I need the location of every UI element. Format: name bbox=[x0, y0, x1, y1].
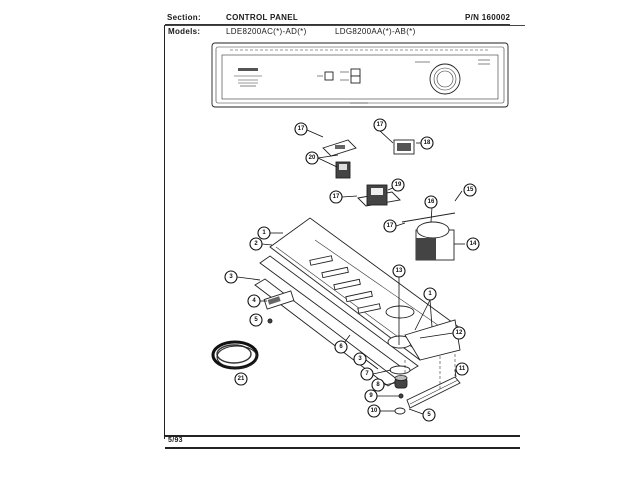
svg-text:3: 3 bbox=[358, 356, 362, 362]
footer-rule-top bbox=[165, 435, 520, 437]
console-base bbox=[254, 217, 461, 387]
membrane-switch-plate bbox=[322, 139, 357, 157]
page-frame bbox=[164, 25, 525, 439]
timer-dial-graphic bbox=[429, 63, 461, 95]
header-rule bbox=[165, 24, 510, 25]
callout-5-left: 5 bbox=[249, 313, 263, 327]
models-label: Models: bbox=[168, 27, 201, 36]
callout-17-lower: 17 bbox=[383, 219, 397, 233]
callout-16: 16 bbox=[424, 195, 438, 209]
switch-19 bbox=[357, 184, 401, 207]
leader-lines bbox=[236, 129, 465, 415]
timer-14 bbox=[415, 221, 455, 261]
console-slots bbox=[309, 255, 381, 314]
screw-3 bbox=[252, 278, 261, 281]
knob-8 bbox=[394, 375, 408, 389]
svg-text:1: 1 bbox=[428, 291, 432, 297]
svg-text:5: 5 bbox=[427, 412, 431, 418]
callout-19: 19 bbox=[391, 178, 405, 192]
callout-10: 10 bbox=[367, 404, 381, 418]
callout-4: 4 bbox=[247, 294, 261, 308]
revision-date: 5/93 bbox=[168, 437, 183, 444]
callout-14: 14 bbox=[466, 237, 480, 251]
start-button-graphic bbox=[324, 71, 334, 81]
push-switch-20 bbox=[335, 161, 351, 179]
callout-13: 13 bbox=[392, 264, 406, 278]
callout-3-left: 3 bbox=[224, 270, 238, 284]
callout-8: 8 bbox=[371, 378, 385, 392]
end-cap-4 bbox=[263, 290, 295, 310]
svg-text:10: 10 bbox=[371, 408, 378, 414]
svg-text:4: 4 bbox=[252, 298, 256, 304]
svg-text:14: 14 bbox=[470, 241, 477, 247]
svg-text:3: 3 bbox=[229, 274, 233, 280]
model-number-b: LDG8200AA(*)-AB(*) bbox=[335, 27, 416, 36]
callout-9: 9 bbox=[364, 389, 378, 403]
svg-text:17: 17 bbox=[377, 122, 384, 128]
callout-17-top-left: 17 bbox=[294, 122, 308, 136]
svg-text:8: 8 bbox=[376, 382, 380, 388]
svg-text:2: 2 bbox=[254, 241, 258, 247]
callout-7: 7 bbox=[360, 367, 374, 381]
callout-18: 18 bbox=[420, 136, 434, 150]
footer-rule-bottom bbox=[165, 447, 520, 449]
callout-3-bottom: 3 bbox=[353, 352, 367, 366]
rocker-switch-graphic-bottom bbox=[350, 75, 361, 84]
callout-1-right: 1 bbox=[423, 287, 437, 301]
svg-text:20: 20 bbox=[309, 155, 316, 161]
switch-18 bbox=[393, 139, 415, 155]
knob-cap-10 bbox=[394, 407, 406, 415]
bracket-11 bbox=[406, 376, 461, 409]
callout-15: 15 bbox=[463, 183, 477, 197]
knob-washer-7 bbox=[389, 365, 411, 375]
svg-text:1: 1 bbox=[262, 230, 266, 236]
svg-text:9: 9 bbox=[369, 393, 373, 399]
svg-text:6: 6 bbox=[339, 344, 343, 350]
section-title: CONTROL PANEL bbox=[226, 13, 299, 22]
part-number: P/N 160002 bbox=[465, 13, 511, 22]
screw-5 bbox=[267, 318, 273, 324]
knob-seat bbox=[385, 305, 415, 319]
section-label: Section: bbox=[167, 13, 201, 22]
callout-21: 21 bbox=[234, 372, 248, 386]
callout-17-middle: 17 bbox=[329, 190, 343, 204]
svg-text:16: 16 bbox=[428, 199, 435, 205]
svg-text:17: 17 bbox=[387, 223, 394, 229]
callout-11: 11 bbox=[455, 362, 469, 376]
callout-6: 6 bbox=[334, 340, 348, 354]
svg-text:7: 7 bbox=[365, 371, 369, 377]
svg-text:19: 19 bbox=[395, 182, 402, 188]
svg-text:5: 5 bbox=[254, 317, 258, 323]
svg-text:12: 12 bbox=[456, 330, 463, 336]
callout-2-top: 2 bbox=[249, 237, 263, 251]
rocker-switch-graphic-top bbox=[350, 68, 361, 77]
svg-text:17: 17 bbox=[333, 194, 340, 200]
svg-text:17: 17 bbox=[298, 126, 305, 132]
callout-1-left: 1 bbox=[257, 226, 271, 240]
svg-text:11: 11 bbox=[459, 366, 466, 372]
callout-12: 12 bbox=[452, 326, 466, 340]
control-panel-console bbox=[211, 42, 509, 108]
callout-17-top-right: 17 bbox=[373, 118, 387, 132]
svg-text:21: 21 bbox=[238, 376, 245, 382]
svg-text:18: 18 bbox=[424, 140, 431, 146]
svg-text:13: 13 bbox=[396, 268, 403, 274]
callout-20: 20 bbox=[305, 151, 319, 165]
wire-harness-21 bbox=[211, 340, 259, 370]
callout-5-bottom: 5 bbox=[422, 408, 436, 422]
brand-logo bbox=[234, 68, 262, 87]
svg-text:15: 15 bbox=[467, 187, 474, 193]
model-number-a: LDE8200AC(*)-AD(*) bbox=[226, 27, 307, 36]
clip-9 bbox=[398, 393, 404, 399]
